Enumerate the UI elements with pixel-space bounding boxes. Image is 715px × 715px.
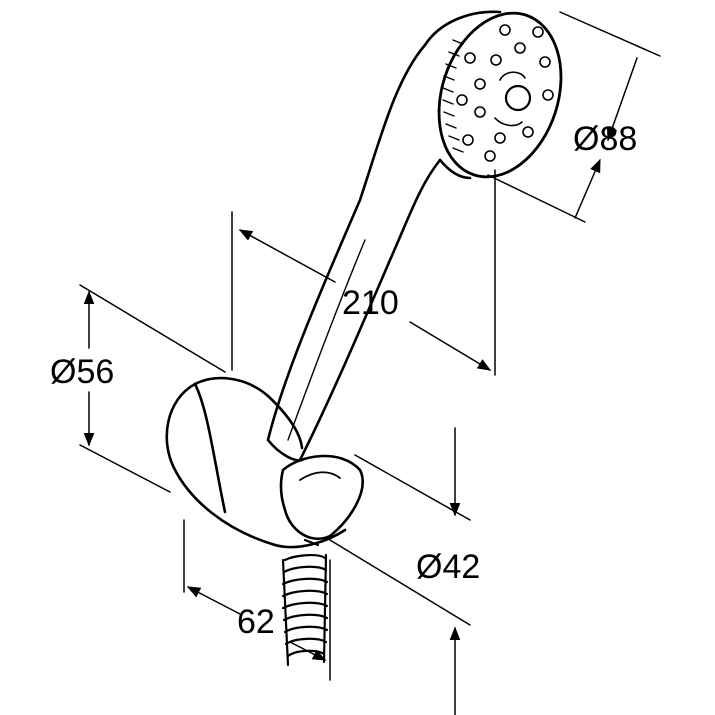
shower-head [423, 10, 563, 180]
dimension-hose-diameter: Ø42 [416, 548, 481, 586]
dimension-length: 210 [342, 284, 399, 322]
head-rim-ribs [442, 39, 464, 153]
shower-handle [266, 43, 442, 462]
dimension-head-diameter: Ø88 [573, 120, 638, 158]
hose-spring [281, 538, 329, 667]
dimension-projection: 62 [237, 603, 275, 641]
dimension-lines [79, 11, 661, 715]
dimension-holder-diameter: Ø56 [50, 353, 115, 391]
spray-nozzles [456, 24, 554, 162]
wall-holder [165, 376, 364, 549]
